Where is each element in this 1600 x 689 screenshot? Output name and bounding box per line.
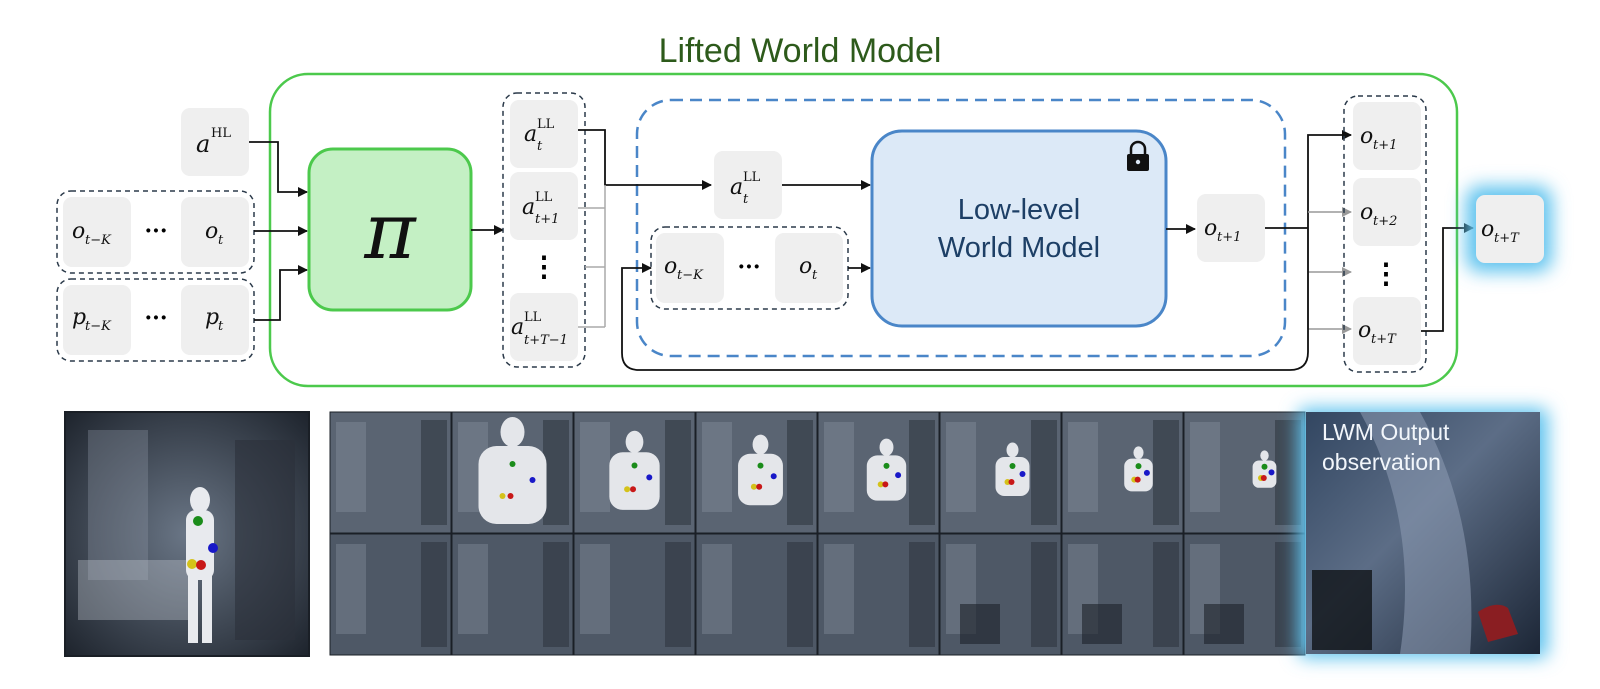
action-0-sup: LL <box>537 117 555 132</box>
inner-obs-last-base: o <box>799 254 812 279</box>
inner-action-sub: t <box>743 192 749 207</box>
inner-obs-first-sub: t−K <box>677 268 704 283</box>
lwm-output-caption-line1: LWM Output <box>1322 419 1450 445</box>
rollout-frame <box>329 533 452 656</box>
pose-first-sub: t−K <box>85 319 112 334</box>
rollout-frame <box>1061 411 1184 534</box>
action-1-sup: LL <box>535 190 553 205</box>
pose-first-base: p <box>72 305 86 330</box>
llwm-label-line1: Low-level <box>958 194 1081 226</box>
obs-last-cell <box>181 197 249 267</box>
output-cell-0 <box>1353 102 1421 170</box>
arrow-to-output-1 <box>1307 130 1352 228</box>
policy-symbol: π <box>363 187 417 277</box>
lwm-output-image <box>1306 412 1540 654</box>
rollout-frame <box>329 411 452 534</box>
input-frame-image <box>64 411 310 657</box>
obs-last-base: o <box>205 219 218 244</box>
output-cell-1 <box>1353 178 1421 246</box>
pose-last-base: p <box>205 305 219 330</box>
lifted-world-model-box <box>268 72 1459 388</box>
rollout-frame <box>817 411 940 534</box>
arrow-to-final-output <box>1421 223 1474 332</box>
action-cell-0 <box>510 100 578 168</box>
output-1-sub: t+2 <box>1373 214 1397 229</box>
action-0-sub: t <box>537 139 543 154</box>
arrow-action-to-inner <box>578 129 712 190</box>
final-output-cell <box>1476 195 1544 263</box>
next-obs-cell <box>1197 194 1265 262</box>
actions-group <box>502 92 586 368</box>
rollout-frame <box>573 533 696 656</box>
rollout-frame <box>939 533 1062 656</box>
obs-history-group <box>56 190 255 274</box>
rollout-frame <box>1183 411 1306 534</box>
output-0-sub: t+1 <box>1373 138 1397 153</box>
action-1-sub: t+1 <box>535 212 559 227</box>
final-output-sub: t+T <box>1494 231 1520 246</box>
diagram-title: Lifted World Model <box>659 32 942 70</box>
next-obs-sub: t+1 <box>1217 230 1241 245</box>
rollout-frame <box>695 533 818 656</box>
rollout-frames-grid <box>329 411 1306 656</box>
obs-first-sub: t−K <box>85 233 112 248</box>
obs-last-sub: t <box>218 233 224 248</box>
action-cell-1 <box>510 172 578 240</box>
rollout-frame <box>451 411 574 534</box>
output-cell-3 <box>1353 297 1421 365</box>
obs-history-dots: ··· <box>145 218 168 244</box>
action-3-sup: LL <box>524 310 542 325</box>
pose-history-dots: ··· <box>145 305 168 331</box>
obs-first-cell <box>63 197 131 267</box>
low-level-world-model-box <box>870 129 1168 328</box>
inner-obs-first-base: o <box>664 254 677 279</box>
outputs-group <box>1343 95 1427 373</box>
a-hl-cell <box>181 108 249 176</box>
action-3-sub: t+T−1 <box>524 333 568 348</box>
pose-first-cell <box>63 285 131 355</box>
arrow-pose-to-policy <box>254 265 308 321</box>
rollout-frame <box>817 533 940 656</box>
inner-action-base: a <box>730 175 743 200</box>
final-output-base: o <box>1481 217 1494 242</box>
llwm-label-line2: World Model <box>938 232 1100 264</box>
outputs-dots: ⋮ <box>1372 257 1400 290</box>
output-0-base: o <box>1360 124 1373 149</box>
lwm-output-caption-line2: observation <box>1322 449 1441 475</box>
inner-action-cell <box>714 151 782 219</box>
obs-first-base: o <box>72 219 85 244</box>
action-3-base: a <box>511 315 524 340</box>
output-3-sub: t+T <box>1371 332 1397 347</box>
inner-action-sup: LL <box>743 170 761 185</box>
inner-obs-dots: ··· <box>738 254 761 280</box>
arrow-ahl-to-policy <box>249 141 308 197</box>
rollout-frame <box>1061 533 1184 656</box>
rollout-frame <box>695 411 818 534</box>
inner-obs-first-cell <box>656 233 724 303</box>
action-cell-3 <box>510 293 578 361</box>
action-1-base: a <box>522 195 535 220</box>
feedback-loop-arrow <box>621 228 1309 371</box>
rollout-frame <box>573 411 696 534</box>
rollout-frame <box>451 533 574 656</box>
rollout-frame <box>1183 533 1306 656</box>
next-obs-base: o <box>1204 216 1217 241</box>
actions-dots: ⋮ <box>530 250 558 283</box>
output-3-base: o <box>1358 318 1371 343</box>
inner-obs-last-sub: t <box>812 268 818 283</box>
a-hl-sup: HL <box>211 126 231 141</box>
action-0-base: a <box>524 122 537 147</box>
inner-obs-last-cell <box>775 233 843 303</box>
output-1-base: o <box>1360 200 1373 225</box>
a-hl-base: a <box>196 130 210 158</box>
pose-last-cell <box>181 285 249 355</box>
pose-last-sub: t <box>218 319 224 334</box>
rollout-frame <box>939 411 1062 534</box>
lock-icon <box>1127 140 1149 171</box>
